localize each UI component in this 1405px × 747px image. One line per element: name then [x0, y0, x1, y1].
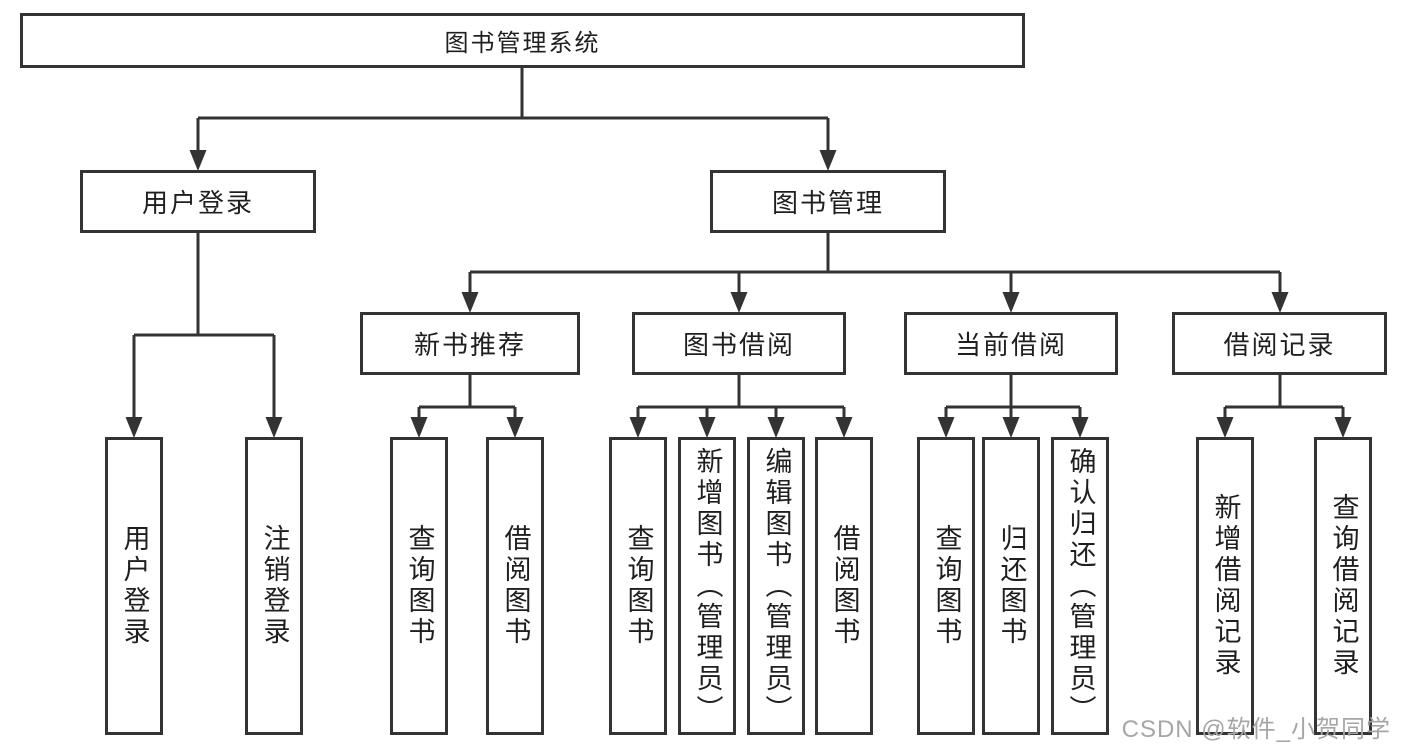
node-leaf-return-books: 归还图书 [982, 437, 1040, 735]
node-leaf-user-login: 用户登录 [105, 437, 163, 735]
node-leaf-borrow-books-2: 借阅图书 [815, 437, 873, 735]
node-borrowing-records: 借阅记录 [1172, 312, 1387, 375]
node-book-management-system: 图书管理系统 [20, 13, 1025, 68]
node-leaf-add-books-admin: 新增图书（管理员） [678, 437, 736, 735]
node-book-management: 图书管理 [710, 170, 946, 233]
node-new-book-recommendation: 新书推荐 [360, 312, 580, 375]
node-leaf-edit-books-admin: 编辑图书（管理员） [747, 437, 805, 735]
csdn-watermark: CSDN @软件_小贺同学 [1121, 716, 1391, 743]
node-leaf-confirm-return-admin: 确认归还（管理员） [1051, 437, 1109, 735]
node-leaf-query-books-2: 查询图书 [609, 437, 667, 735]
node-leaf-add-borrow-record: 新增借阅记录 [1196, 437, 1254, 735]
node-leaf-query-books-3: 查询图书 [917, 437, 975, 735]
node-book-borrowing: 图书借阅 [632, 312, 846, 375]
node-leaf-query-borrow-record: 查询借阅记录 [1314, 437, 1372, 735]
node-user-login: 用户登录 [80, 170, 316, 233]
node-leaf-borrow-books-1: 借阅图书 [486, 437, 544, 735]
node-leaf-logout: 注销登录 [245, 437, 303, 735]
node-current-borrowing: 当前借阅 [904, 312, 1118, 375]
node-leaf-query-books-1: 查询图书 [390, 437, 448, 735]
